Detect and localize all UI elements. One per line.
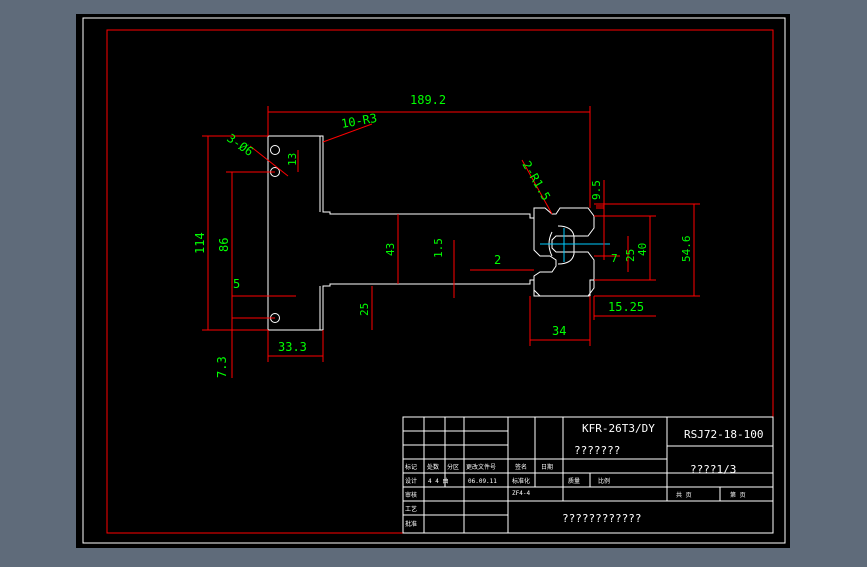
lbl-std: 标准化 (512, 477, 530, 485)
dim-neck-43: 43 (384, 243, 397, 256)
dim-h-25: 25 (624, 249, 637, 262)
lbl-process: 工艺 (405, 505, 417, 513)
dim-h-7: 7 (611, 252, 618, 265)
sheet-total: 共 页 (676, 491, 692, 499)
dim-holes-top: 10-R3 (340, 111, 378, 131)
dim-overall-width: 189.2 (410, 93, 446, 107)
sheet-number: 第 页 (730, 491, 746, 499)
product-model: KFR-26T3/DY (582, 422, 655, 435)
drawing-number: RSJ72-18-100 (684, 428, 763, 441)
dim-w-34: 34 (552, 324, 566, 338)
dim-height-86: 86 (217, 238, 231, 252)
dimension-lines (202, 106, 700, 378)
lbl-check: 审核 (405, 491, 417, 499)
dim-left-width: 33.3 (278, 340, 307, 354)
lbl-designer: 设计 (405, 477, 417, 485)
center-lines (540, 228, 610, 262)
dim-pitch-13: 13 (286, 153, 299, 166)
dim-gap-2: 2 (494, 253, 501, 267)
hdr-mark: 标记 (405, 463, 417, 471)
hdr-change-doc: 更改文件号 (466, 463, 496, 471)
dim-w-15-25: 15.25 (608, 300, 644, 314)
design-date: 06.09.11 (468, 478, 497, 485)
scale-sheet: ????1/3 (690, 463, 736, 476)
title-block-texts: KFR-26T3/DY RSJ72-18-100 ??????? ????1/3… (405, 422, 763, 528)
part-name: ??????? (574, 444, 620, 457)
dim-h-9-5: 9.5 (590, 180, 603, 200)
dim-height-5: 5 (233, 277, 240, 291)
dim-height-7-3: 7.3 (215, 356, 229, 378)
company-name: ???????????? (562, 512, 641, 525)
dim-h-40: 40 (636, 243, 649, 256)
lbl-ratio: 比例 (598, 477, 610, 485)
dim-total-height: 114 (193, 232, 207, 254)
lbl-weight: 质量 (568, 477, 580, 485)
hdr-sign: 签名 (515, 463, 527, 471)
title-block-grid (402, 416, 774, 534)
outer-border (82, 17, 786, 544)
hdr-count: 处数 (427, 463, 439, 471)
lbl-material-value: ZF4-4 (512, 490, 530, 497)
dim-h-54-6: 54.6 (680, 236, 693, 263)
dim-neck-25: 25 (358, 303, 371, 316)
lbl-approve: 批准 (405, 520, 417, 528)
dim-thick-1-5: 1.5 (432, 238, 445, 258)
hdr-zone: 分区 (447, 463, 459, 471)
designer-name: 4 4 曲 (428, 477, 448, 485)
hdr-date: 日期 (541, 463, 553, 471)
